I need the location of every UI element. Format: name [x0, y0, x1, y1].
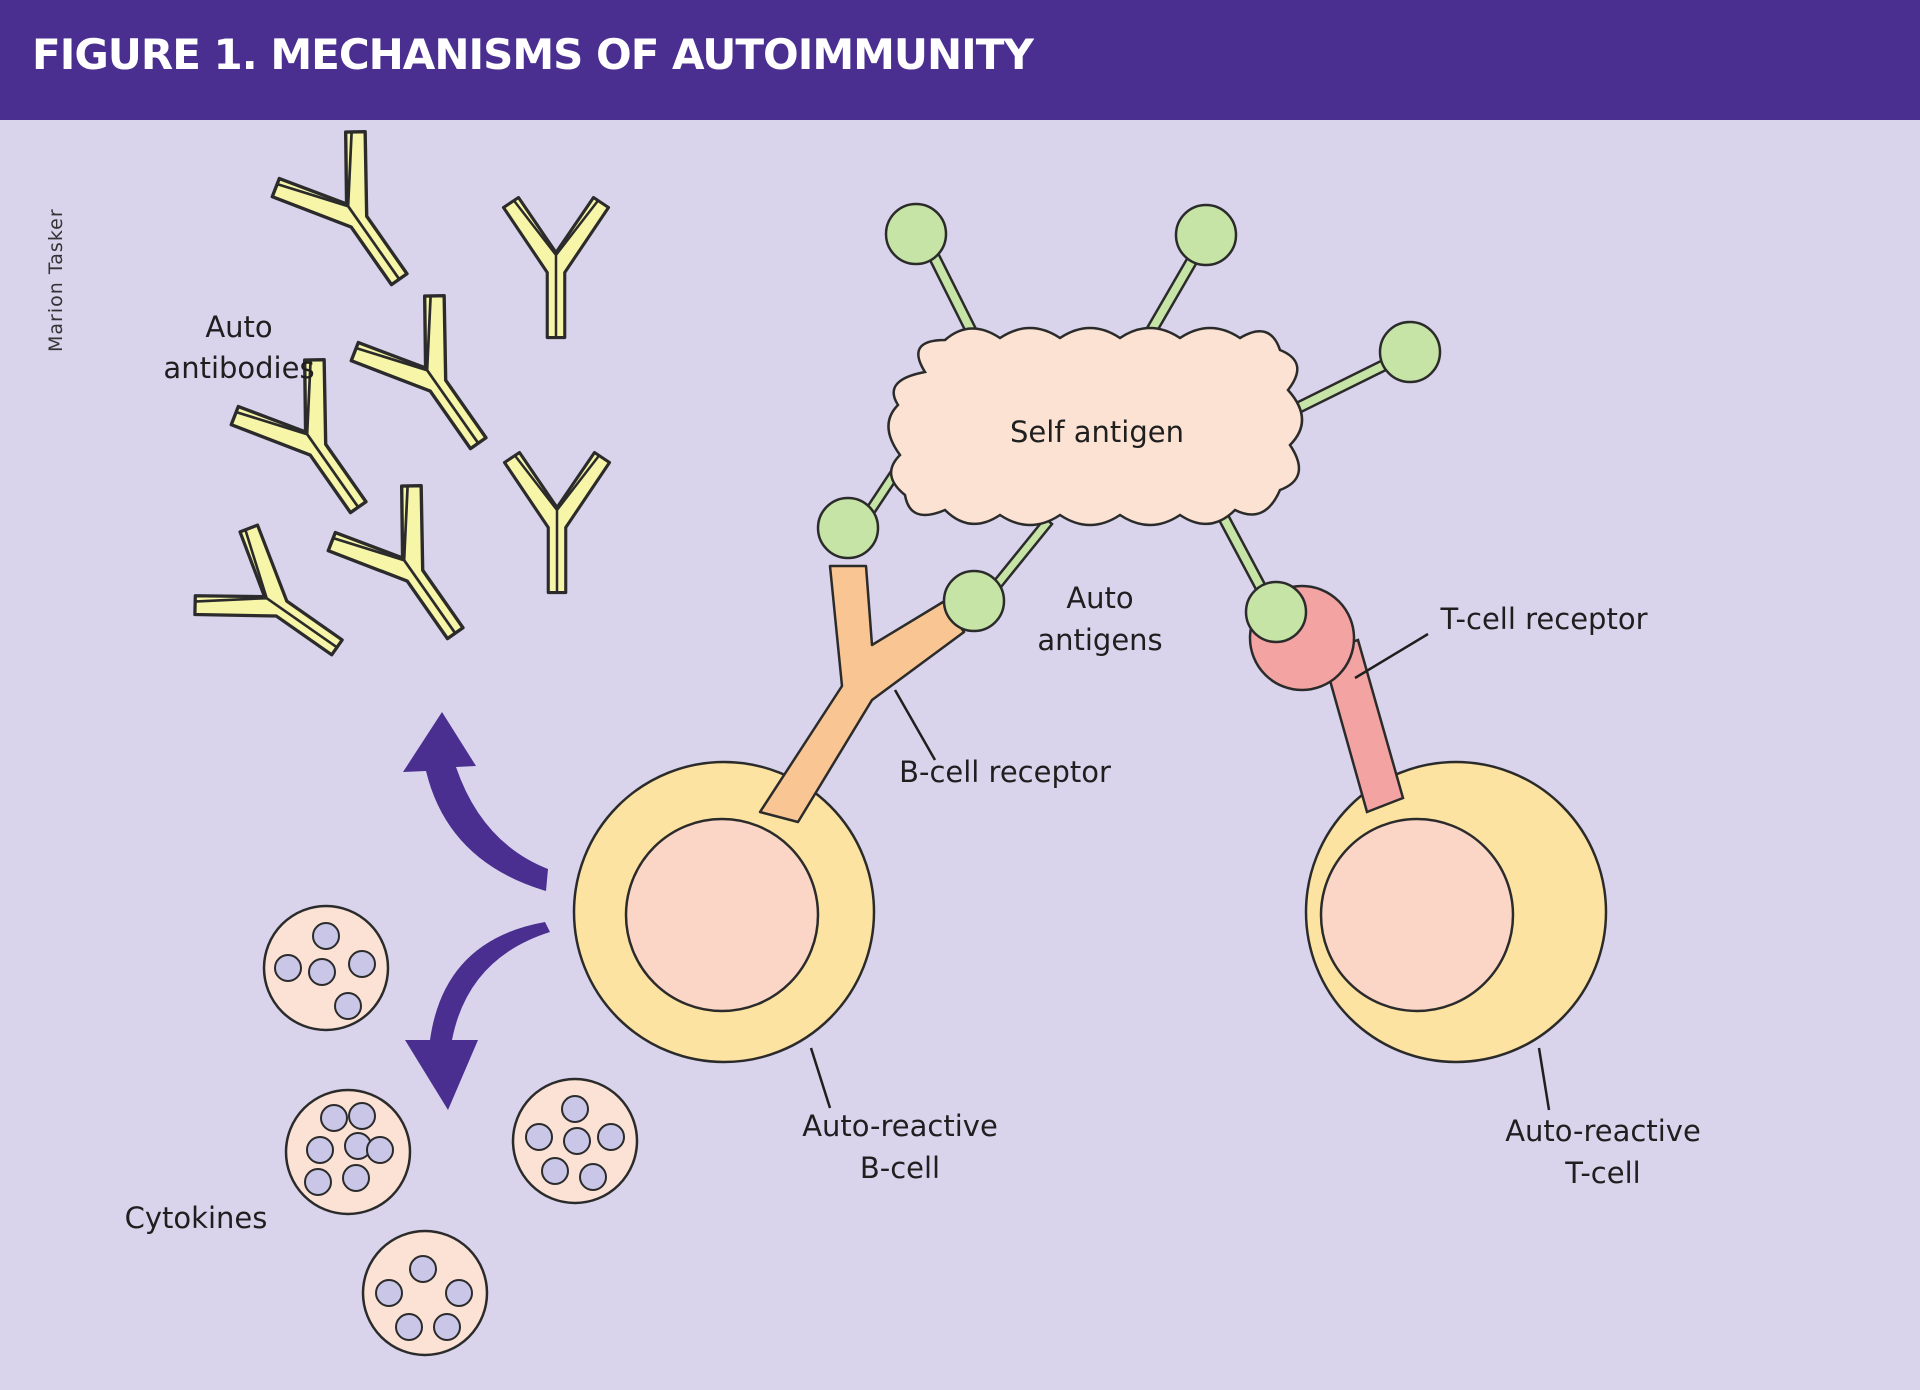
- label-b-cell-receptor: B-cell receptor: [899, 755, 1111, 789]
- label-t-cell-2: T-cell: [1564, 1156, 1640, 1190]
- antibody-icon: [326, 483, 465, 641]
- cytokine-dot: [561, 1095, 589, 1123]
- label-b-cell-1: Auto-reactive: [802, 1109, 998, 1143]
- cytokine-dot: [308, 958, 336, 986]
- leader-t-cell: [1537, 1047, 1551, 1111]
- cytokine-dot: [274, 954, 302, 982]
- cytokine-vesicle-icon: [284, 1088, 412, 1216]
- leader-b-cell-receptor: [893, 689, 937, 761]
- cytokine-dot: [366, 1136, 394, 1164]
- self-antigen-icon: [887, 326, 1304, 527]
- antibody-outline: [270, 129, 409, 287]
- t-cell-icon: [1248, 584, 1608, 1064]
- antibody-icon: [349, 293, 488, 451]
- antigen-icon-top-right: [1174, 203, 1238, 267]
- antibody-outline: [326, 483, 465, 641]
- cytokines-group: [262, 904, 639, 1357]
- label-b-cell-2: B-cell: [860, 1151, 940, 1185]
- arrow-icon-down: [405, 922, 550, 1110]
- label-t-cell-1: Auto-reactive: [1505, 1114, 1701, 1148]
- antibody-outline: [193, 523, 344, 657]
- cytokine-dot: [312, 922, 340, 950]
- label-self-antigen: Self antigen: [1010, 415, 1184, 449]
- cytokine-dot: [433, 1313, 461, 1341]
- antibody-outline: [229, 357, 368, 515]
- cytokine-vesicle-icon: [511, 1077, 639, 1205]
- self-antigen-cloud: [887, 326, 1304, 527]
- label-auto-antibodies-2: antibodies: [163, 351, 314, 385]
- label-auto-antigens-1: Auto: [1066, 581, 1133, 615]
- antibody-groove: [332, 485, 457, 634]
- antibody-groove: [235, 359, 360, 508]
- cytokine-dot: [375, 1279, 403, 1307]
- antigen-icon-left: [816, 496, 880, 560]
- cytokine-dot: [579, 1163, 607, 1191]
- cytokine-dot: [334, 992, 362, 1020]
- cytokine-vesicle-icon: [361, 1229, 489, 1357]
- cytokine-dot: [409, 1255, 437, 1283]
- antibody-icon: [193, 523, 344, 657]
- antibody-icon: [501, 195, 611, 340]
- antibody-groove: [194, 528, 338, 649]
- cytokine-vesicle-icon: [262, 904, 390, 1032]
- label-auto-antibodies-1: Auto: [205, 310, 272, 344]
- cytokine-dot: [541, 1157, 569, 1185]
- b-cell-icon: [572, 564, 966, 1064]
- cytokine-dot: [395, 1313, 423, 1341]
- labels: Auto antibodies Self antigen Auto antige…: [125, 310, 1701, 1235]
- arrow-icon-up: [403, 712, 548, 891]
- cytokine-dot: [348, 950, 376, 978]
- label-auto-antigens-2: antigens: [1037, 623, 1162, 657]
- antigen-icon-right: [1378, 320, 1442, 384]
- leader-t-cell-receptor: [1354, 632, 1429, 680]
- cytokine-dot: [320, 1104, 348, 1132]
- stick-right: [1288, 357, 1392, 417]
- antigen-icon-tcr: [1244, 580, 1308, 644]
- b-cell-receptor: [758, 564, 966, 824]
- leader-b-cell: [809, 1047, 832, 1109]
- cytokine-dot: [563, 1127, 591, 1155]
- leader-lines: [809, 632, 1551, 1111]
- antibody-icon: [229, 357, 368, 515]
- cytokine-dot: [304, 1168, 332, 1196]
- antibody-groove: [512, 199, 600, 338]
- cytokine-dot: [445, 1279, 473, 1307]
- label-t-cell-receptor: T-cell receptor: [1440, 602, 1648, 636]
- antibody-groove: [276, 131, 401, 280]
- cytokine-dot: [348, 1102, 376, 1130]
- antigen-icon-top-left: [884, 202, 948, 266]
- stick-bottom-right: [1216, 511, 1270, 597]
- credit-text: Marion Tasker: [45, 208, 67, 352]
- antibody-icon: [502, 450, 612, 595]
- stick-bottom-left: [988, 516, 1054, 594]
- b-cell-nucleus: [624, 817, 820, 1013]
- antibodies-group: [193, 129, 612, 657]
- antigen-balls: [816, 202, 1442, 644]
- t-cell-nucleus: [1319, 817, 1515, 1013]
- antibody-groove: [513, 454, 601, 593]
- label-cytokines: Cytokines: [125, 1201, 268, 1235]
- cytokine-dot: [342, 1164, 370, 1192]
- arrows: [403, 712, 550, 1110]
- cytokine-dot: [306, 1136, 334, 1164]
- antibody-outline: [349, 293, 488, 451]
- cytokine-dot: [525, 1123, 553, 1151]
- figure-title: FIGURE 1. MECHANISMS OF AUTOIMMUNITY: [32, 30, 1034, 79]
- antigen-icon-bcr: [942, 569, 1006, 633]
- antibody-icon: [270, 129, 409, 287]
- header-bar: FIGURE 1. MECHANISMS OF AUTOIMMUNITY: [0, 0, 1920, 120]
- antibody-groove: [355, 295, 480, 444]
- cytokine-dot: [597, 1123, 625, 1151]
